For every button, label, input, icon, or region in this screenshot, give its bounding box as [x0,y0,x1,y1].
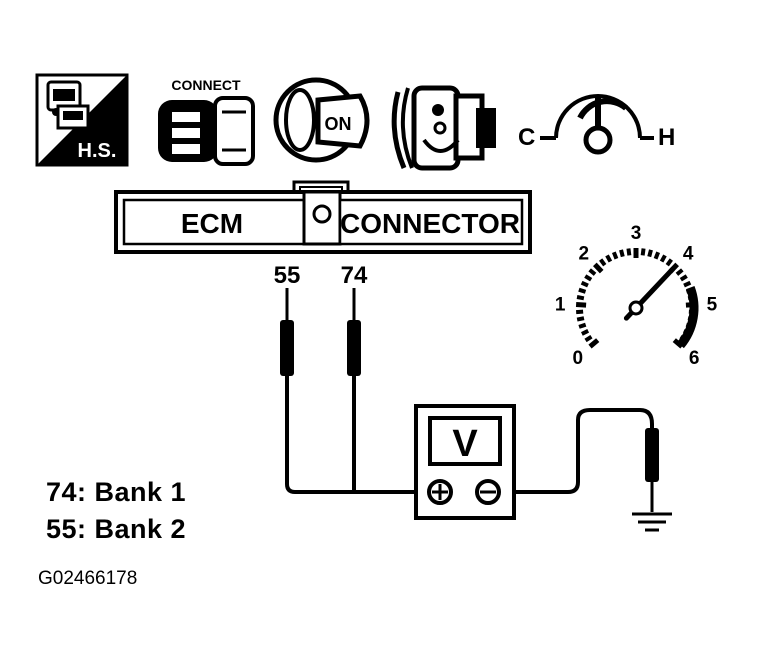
connect-label: CONNECT [171,77,241,93]
tach-tick [675,268,684,276]
tach-tick [575,302,587,308]
ignition-on-label: ON [325,114,352,134]
connector-label: CONNECTOR [340,208,520,239]
tach-tick [588,338,600,349]
tach-redzone [676,285,699,349]
ignition-key-icon: ON [273,77,370,163]
probe-terminal-74 [347,288,361,376]
tach-tick [599,258,607,267]
tach-tick [665,258,673,267]
tach-tick [588,268,597,276]
tach-tick [584,274,593,282]
tach-hub [628,300,644,316]
ecm-connector: ECM CONNECTOR [114,180,532,254]
probe-terminal-55 [280,288,294,376]
tach-tick [581,329,590,336]
tach-tick [679,274,688,282]
tach-scale-label: 1 [555,295,566,316]
tach-tick [619,249,625,258]
ground-probe [645,428,659,512]
tach-tick [580,280,589,288]
tach-scale-label: 0 [572,348,583,369]
tach-tick [593,262,604,274]
legend-bank-1: 74: Bank 1 [46,477,187,507]
ground-icon [632,512,672,532]
tach-tick [611,251,619,260]
tach-tick [640,248,646,256]
tach-tick [647,249,653,258]
tach-tick [659,254,667,263]
connect-icon: CONNECT [158,77,255,166]
voltmeter-label: V [452,423,478,465]
tach-tick [576,316,585,322]
tach-scale-label: 4 [683,244,694,265]
temp-cold-label: C [518,124,535,151]
tach-tick [576,295,585,301]
terminal-74-label: 74 [341,262,368,289]
ecm-label: ECM [181,208,243,239]
tach-tick [578,287,587,294]
tach-scale-label: 2 [579,244,590,265]
terminal-55-label: 55 [274,262,301,289]
temp-hot-label: H [658,124,675,151]
tachometer-gauge: 0 1 2 3 4 5 6 [555,223,718,369]
tach-scale-label: 6 [689,348,700,369]
hot-soak-icon: H.S. [35,73,129,167]
tach-tick [653,251,661,260]
tach-scale-label: 5 [707,295,718,316]
figure-id: G02466178 [38,568,138,589]
tach-tick [683,280,692,288]
engine-icon [391,85,496,171]
tach-tick [584,335,593,343]
tach-tick [672,338,684,349]
legend-bank-2: 55: Bank 2 [46,514,187,544]
voltmeter: V [414,404,516,520]
tach-tick [605,254,613,263]
test-leads [285,376,654,494]
tach-scale-label: 3 [631,223,642,244]
tach-tick [626,248,632,256]
temperature-gauge-icon: C H [518,94,675,155]
hot-soak-label: H.S. [78,140,117,162]
tach-tick [578,322,587,329]
